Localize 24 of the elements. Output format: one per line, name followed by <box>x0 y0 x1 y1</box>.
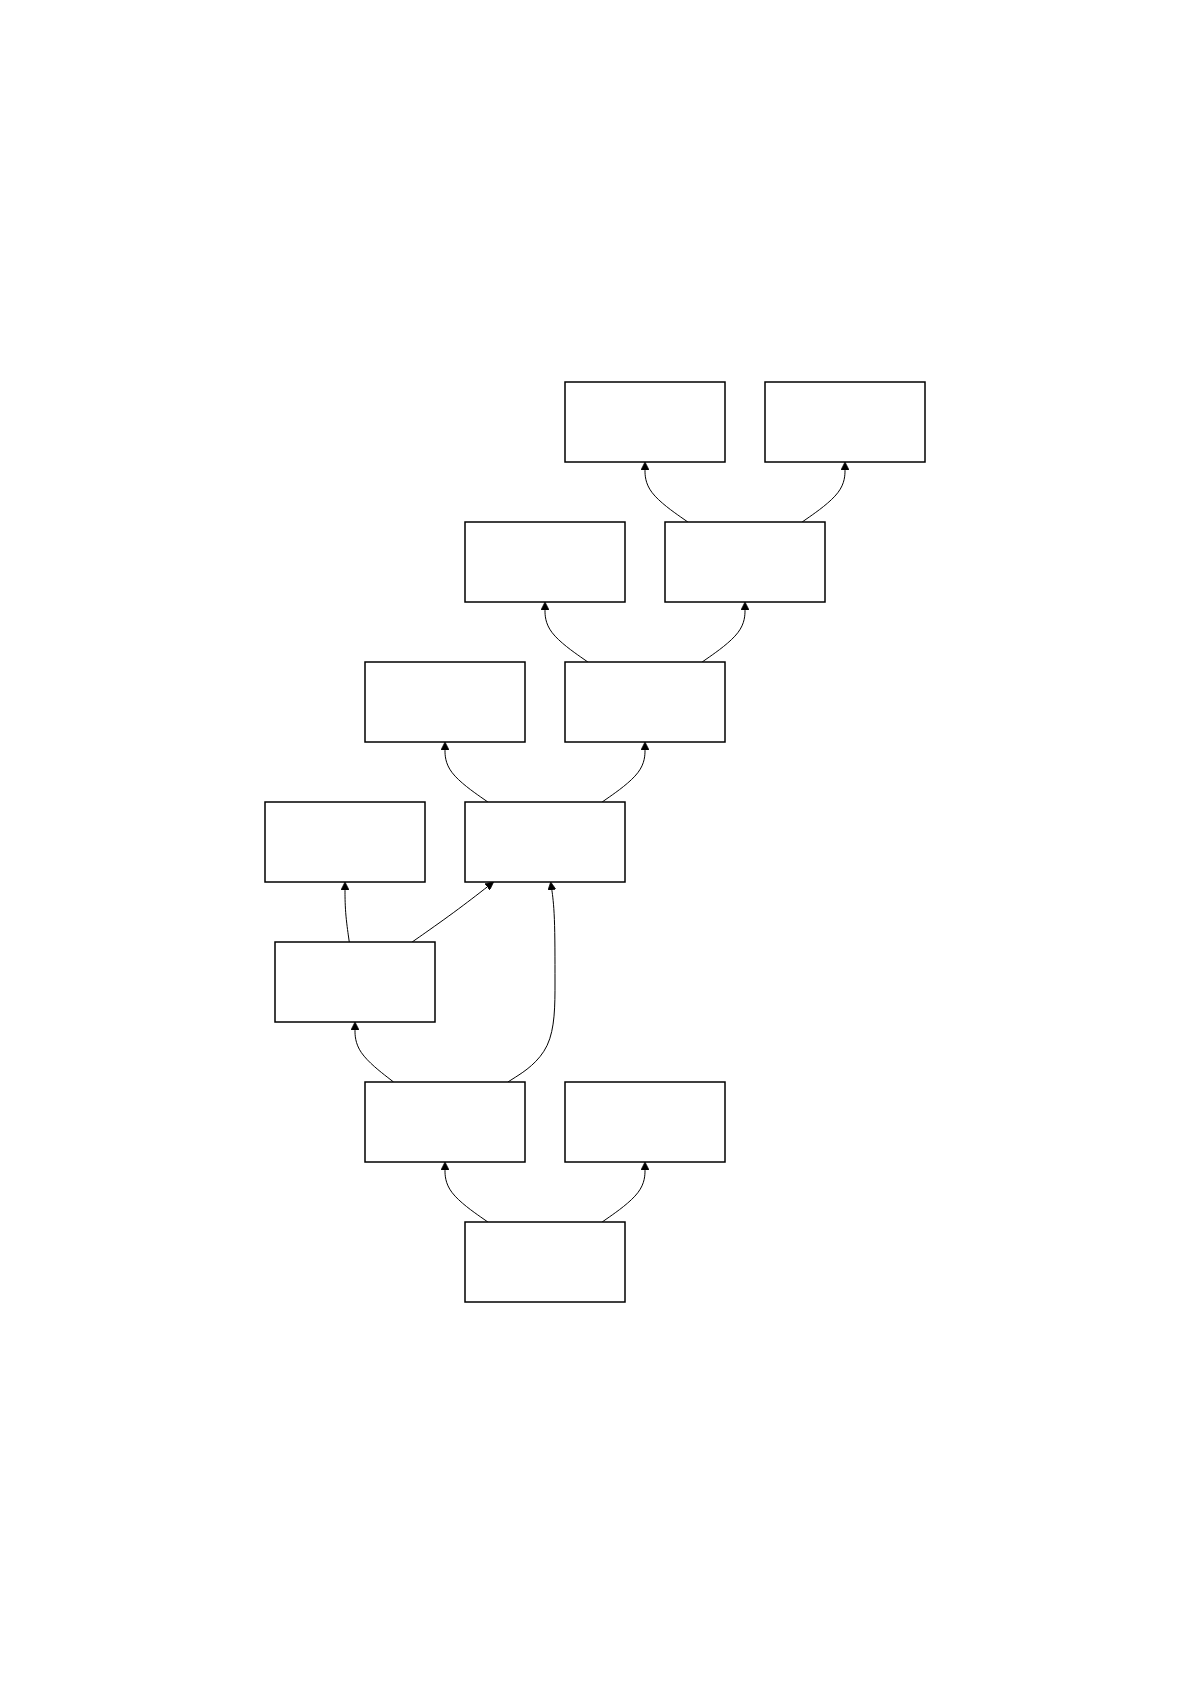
arrow <box>640 461 689 523</box>
node-box <box>664 521 826 603</box>
arrow <box>411 881 494 943</box>
node-box <box>464 521 626 603</box>
arrow <box>601 1161 650 1223</box>
node-box <box>464 801 626 883</box>
node-box <box>274 941 436 1023</box>
arrow <box>540 601 589 663</box>
arrow <box>701 601 750 663</box>
node-box <box>364 1081 526 1163</box>
node-box <box>764 381 926 463</box>
node-box <box>464 1221 626 1303</box>
arrow <box>340 881 350 943</box>
arrow <box>801 461 850 523</box>
arrow <box>440 1161 489 1223</box>
node-box <box>264 801 426 883</box>
node-box <box>564 381 726 463</box>
node-box <box>564 1081 726 1163</box>
node-box <box>364 661 526 743</box>
arrow <box>350 1021 395 1083</box>
arrow <box>601 741 650 803</box>
arrow <box>440 741 489 803</box>
node-box <box>564 661 726 743</box>
arrow <box>507 881 557 1083</box>
